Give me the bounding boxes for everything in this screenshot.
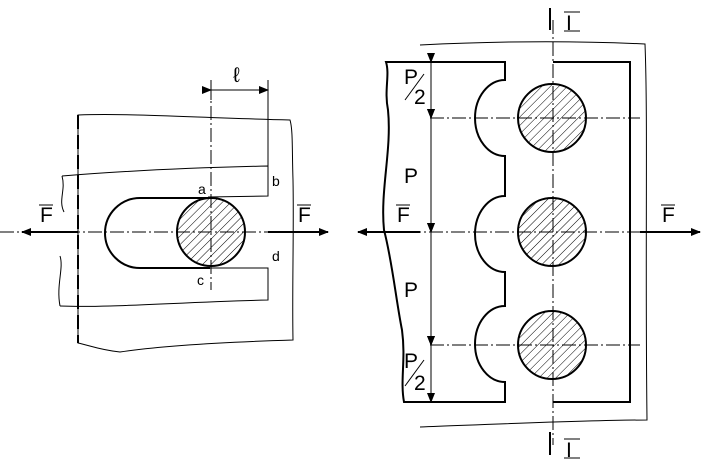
slot-outline [104, 197, 210, 269]
left-front-plate [58, 165, 269, 307]
length-label: ℓ [233, 64, 240, 87]
left-force-label-left: F [40, 204, 53, 227]
point-b-label: b [272, 173, 280, 189]
pin-top [517, 83, 587, 153]
right-front-plate [382, 61, 506, 403]
left-back-plate [77, 114, 294, 353]
pitch-upper-label: P [404, 165, 418, 188]
section-label-bottom: I [566, 439, 572, 462]
pitch-half-bottom-denominator: 2 [414, 372, 426, 395]
point-d-label: d [272, 248, 280, 264]
point-a-label: a [198, 181, 206, 197]
pitch-half-bottom-numerator: P [404, 350, 418, 373]
right-back-plate [419, 41, 648, 428]
right-force-label-right: F [662, 204, 675, 227]
left-force-label-right: F [298, 204, 311, 227]
left-joint-figure: F F ℓ a b c d [0, 64, 330, 353]
point-c-label: c [197, 272, 204, 288]
pitch-lower-label: P [404, 279, 418, 302]
pitch-half-top-denominator: 2 [414, 86, 426, 109]
right-force-label-left: F [397, 204, 410, 227]
right-joint-figure: I I F F P 2 P P P 2 [357, 8, 701, 462]
section-label-top: I [566, 12, 572, 35]
pin-middle [517, 197, 587, 267]
pitch-half-top-numerator: P [404, 66, 418, 89]
length-dimension [202, 80, 269, 166]
pin-bottom [517, 310, 587, 380]
